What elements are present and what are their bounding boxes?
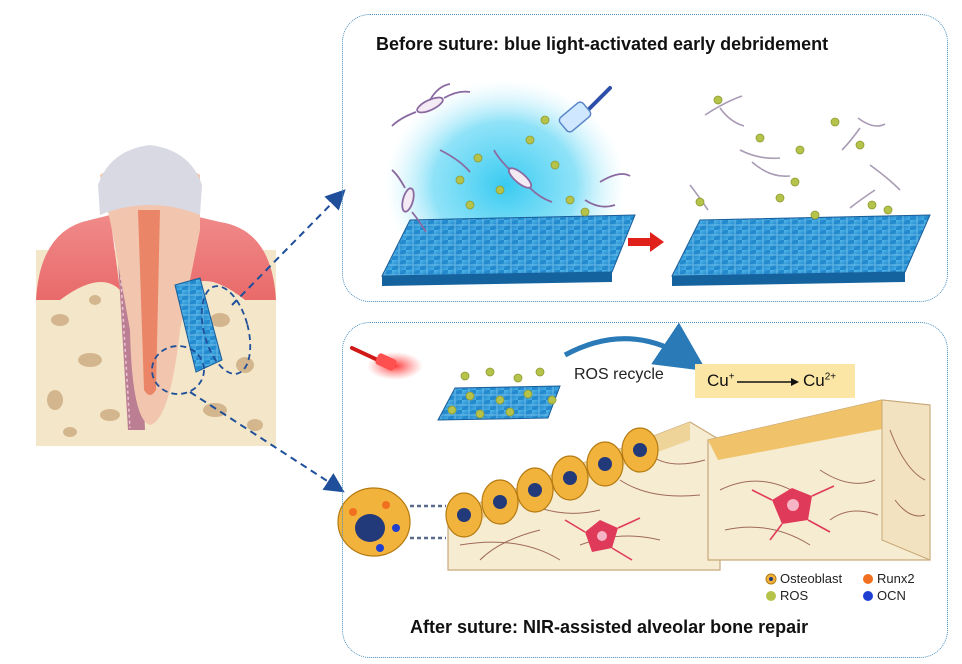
nir-laser-icon [350,346,423,380]
blue-light-device-icon [558,86,612,133]
cu-reaction-box: Cu+ Cu2+ [695,364,855,398]
cu-from-label: Cu+ [707,371,735,390]
panel-before-suture [342,14,948,302]
cu-to-label: Cu2+ [803,371,837,390]
legend-ocn: OCN [877,588,906,603]
transition-arrow-icon [628,232,664,252]
ros-recycle-label: ROS recycle [574,366,664,383]
reaction-arrow-icon [737,378,799,386]
panel-after-suture [342,322,948,658]
osteoblast-row [445,427,659,538]
bottom-panel-title: After suture: NIR-assisted alveolar bone… [410,617,809,637]
callout-arrow-top [231,189,346,306]
legend-runx2: Runx2 [877,571,915,586]
after-suture-scene [337,322,931,601]
tooth-illustration [36,145,276,446]
top-panel-title: Before suture: blue light-activated earl… [376,34,829,54]
ros-recycle-arrow [563,322,707,372]
legend-osteoblast: Osteoblast [780,571,843,586]
legend-ros: ROS [780,588,809,603]
osteoblast-detail [337,487,446,557]
before-suture-scene [381,80,931,290]
callout-arrow-bottom [189,391,345,493]
